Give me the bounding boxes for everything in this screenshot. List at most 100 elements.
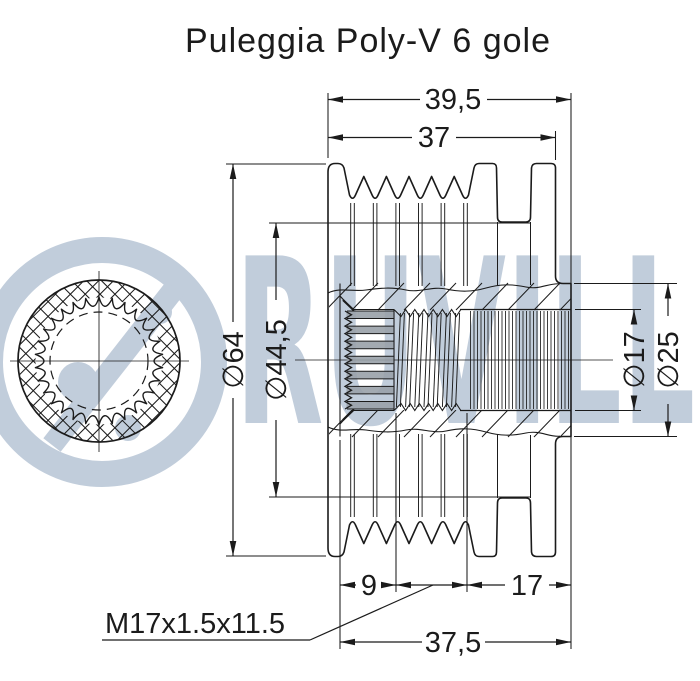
crosshatch-line [57, 319, 194, 456]
crosshatch-line [0, 208, 82, 344]
crosshatch-line [0, 348, 112, 484]
thread-flank [418, 312, 424, 408]
crosshatch-line [0, 260, 134, 396]
hatch-line [481, 282, 509, 311]
crosshatch-set [0, 208, 246, 508]
dimension-arrowhead [381, 581, 396, 589]
dimension-arrowhead [229, 541, 237, 556]
dimension-arrowhead [630, 395, 638, 411]
section-hatch-top [329, 282, 571, 311]
crosshatch-line [95, 229, 231, 365]
crosshatch-line [0, 356, 104, 492]
dim-bore-total-length: 37,5 [425, 627, 481, 659]
crosshatch-line [20, 304, 156, 440]
dimension-arrowhead [272, 223, 280, 238]
crosshatch-line [35, 297, 171, 433]
crosshatch-line [102, 222, 238, 358]
crosshatch-line [43, 305, 179, 441]
dim-serration-length: 9 [361, 570, 377, 602]
serration-band [346, 326, 394, 334]
front-outer-circle [17, 279, 181, 443]
dimension-arrowhead [556, 581, 571, 589]
thread-flank [427, 312, 433, 408]
bore-chamfer-heavy [342, 408, 355, 421]
hatch-line [507, 410, 535, 438]
crosshatch-line [43, 281, 179, 417]
dimension-arrowhead [540, 134, 556, 141]
front-view [0, 208, 246, 514]
crosshatch-line [87, 237, 223, 373]
thread-flank [423, 312, 429, 408]
hatch-line [403, 410, 431, 438]
crosshatch-line [20, 282, 156, 418]
dimension-labels: 39,5 37 ∅64 ∅44,5 ∅17 ∅25 9 17 37,5 M17x… [105, 84, 685, 659]
hatch-line [377, 282, 405, 311]
crosshatch-line [28, 296, 164, 432]
hatch-line [429, 282, 457, 311]
dim-bore-diameter: ∅17 [619, 331, 651, 389]
serration-teeth [343, 310, 353, 410]
watermark-logo-dot [58, 362, 98, 402]
dimension-arrowhead [556, 96, 571, 103]
serration-band [346, 371, 394, 379]
crosshatch-line [0, 370, 90, 506]
thread-flank [436, 312, 442, 408]
page-title: Puleggia Poly-V 6 gole [185, 22, 551, 60]
dimension-line [309, 584, 434, 641]
dimension-arrowhead [328, 96, 343, 103]
crosshatch-line [13, 275, 149, 411]
crosshatch-set [0, 214, 246, 514]
hatch-line [455, 282, 483, 311]
dim-overall-width: 39,5 [425, 84, 481, 116]
side-view [295, 162, 613, 558]
crosshatch-line [72, 252, 208, 388]
dimension-arrowhead [452, 581, 467, 589]
hatch-line [403, 282, 431, 311]
hatch-line [455, 410, 483, 438]
thread-spec-label: M17x1.5x11.5 [105, 608, 285, 640]
hatch-line [351, 410, 379, 438]
hatch-line [559, 424, 571, 438]
section-hatch-bottom [329, 410, 571, 438]
front-hidden-circle [49, 311, 149, 411]
crosshatch-line [5, 267, 142, 404]
side-outline [327, 162, 572, 558]
hatch-line [559, 297, 571, 311]
break-line-top [327, 283, 561, 294]
dimension-arrowhead [556, 638, 571, 646]
crosshatch-line [109, 371, 246, 508]
dim-body-width: 37 [418, 122, 450, 154]
crosshatch-line [0, 245, 119, 381]
dimension-arrowhead [396, 581, 411, 589]
hatch-line [329, 282, 353, 308]
crosshatch-line [50, 312, 186, 448]
crosshatch-line [0, 238, 112, 374]
crosshatch-line [13, 311, 149, 447]
thread-crest-top [393, 308, 462, 318]
serration-band [346, 356, 394, 364]
bore-chamfer-heavy [342, 299, 355, 312]
thread-flank [445, 312, 451, 408]
dim-flange-diameter: ∅44,5 [261, 319, 293, 401]
crosshatch-line [95, 357, 231, 493]
crosshatch-line [57, 266, 194, 403]
crosshatch-line [0, 223, 97, 359]
crosshatch-line [102, 364, 238, 500]
dim-hub-bore-length: 17 [511, 570, 543, 602]
crosshatch-line [0, 326, 134, 462]
dim-hub-diameter: ∅25 [653, 331, 685, 389]
dimension-arrowhead [664, 421, 672, 437]
crosshatch-line [28, 290, 164, 426]
thread-flanks [395, 312, 461, 408]
thread-flank [405, 312, 411, 408]
thread-flank [432, 312, 438, 408]
crosshatch-line [0, 341, 119, 477]
crosshatch-line [0, 378, 82, 514]
crosshatch-line [87, 349, 223, 485]
hatch-line [533, 282, 561, 311]
hatch-line [507, 282, 535, 311]
thread-flank [441, 312, 447, 408]
serration-band [346, 386, 394, 394]
thread-flank [409, 312, 415, 408]
